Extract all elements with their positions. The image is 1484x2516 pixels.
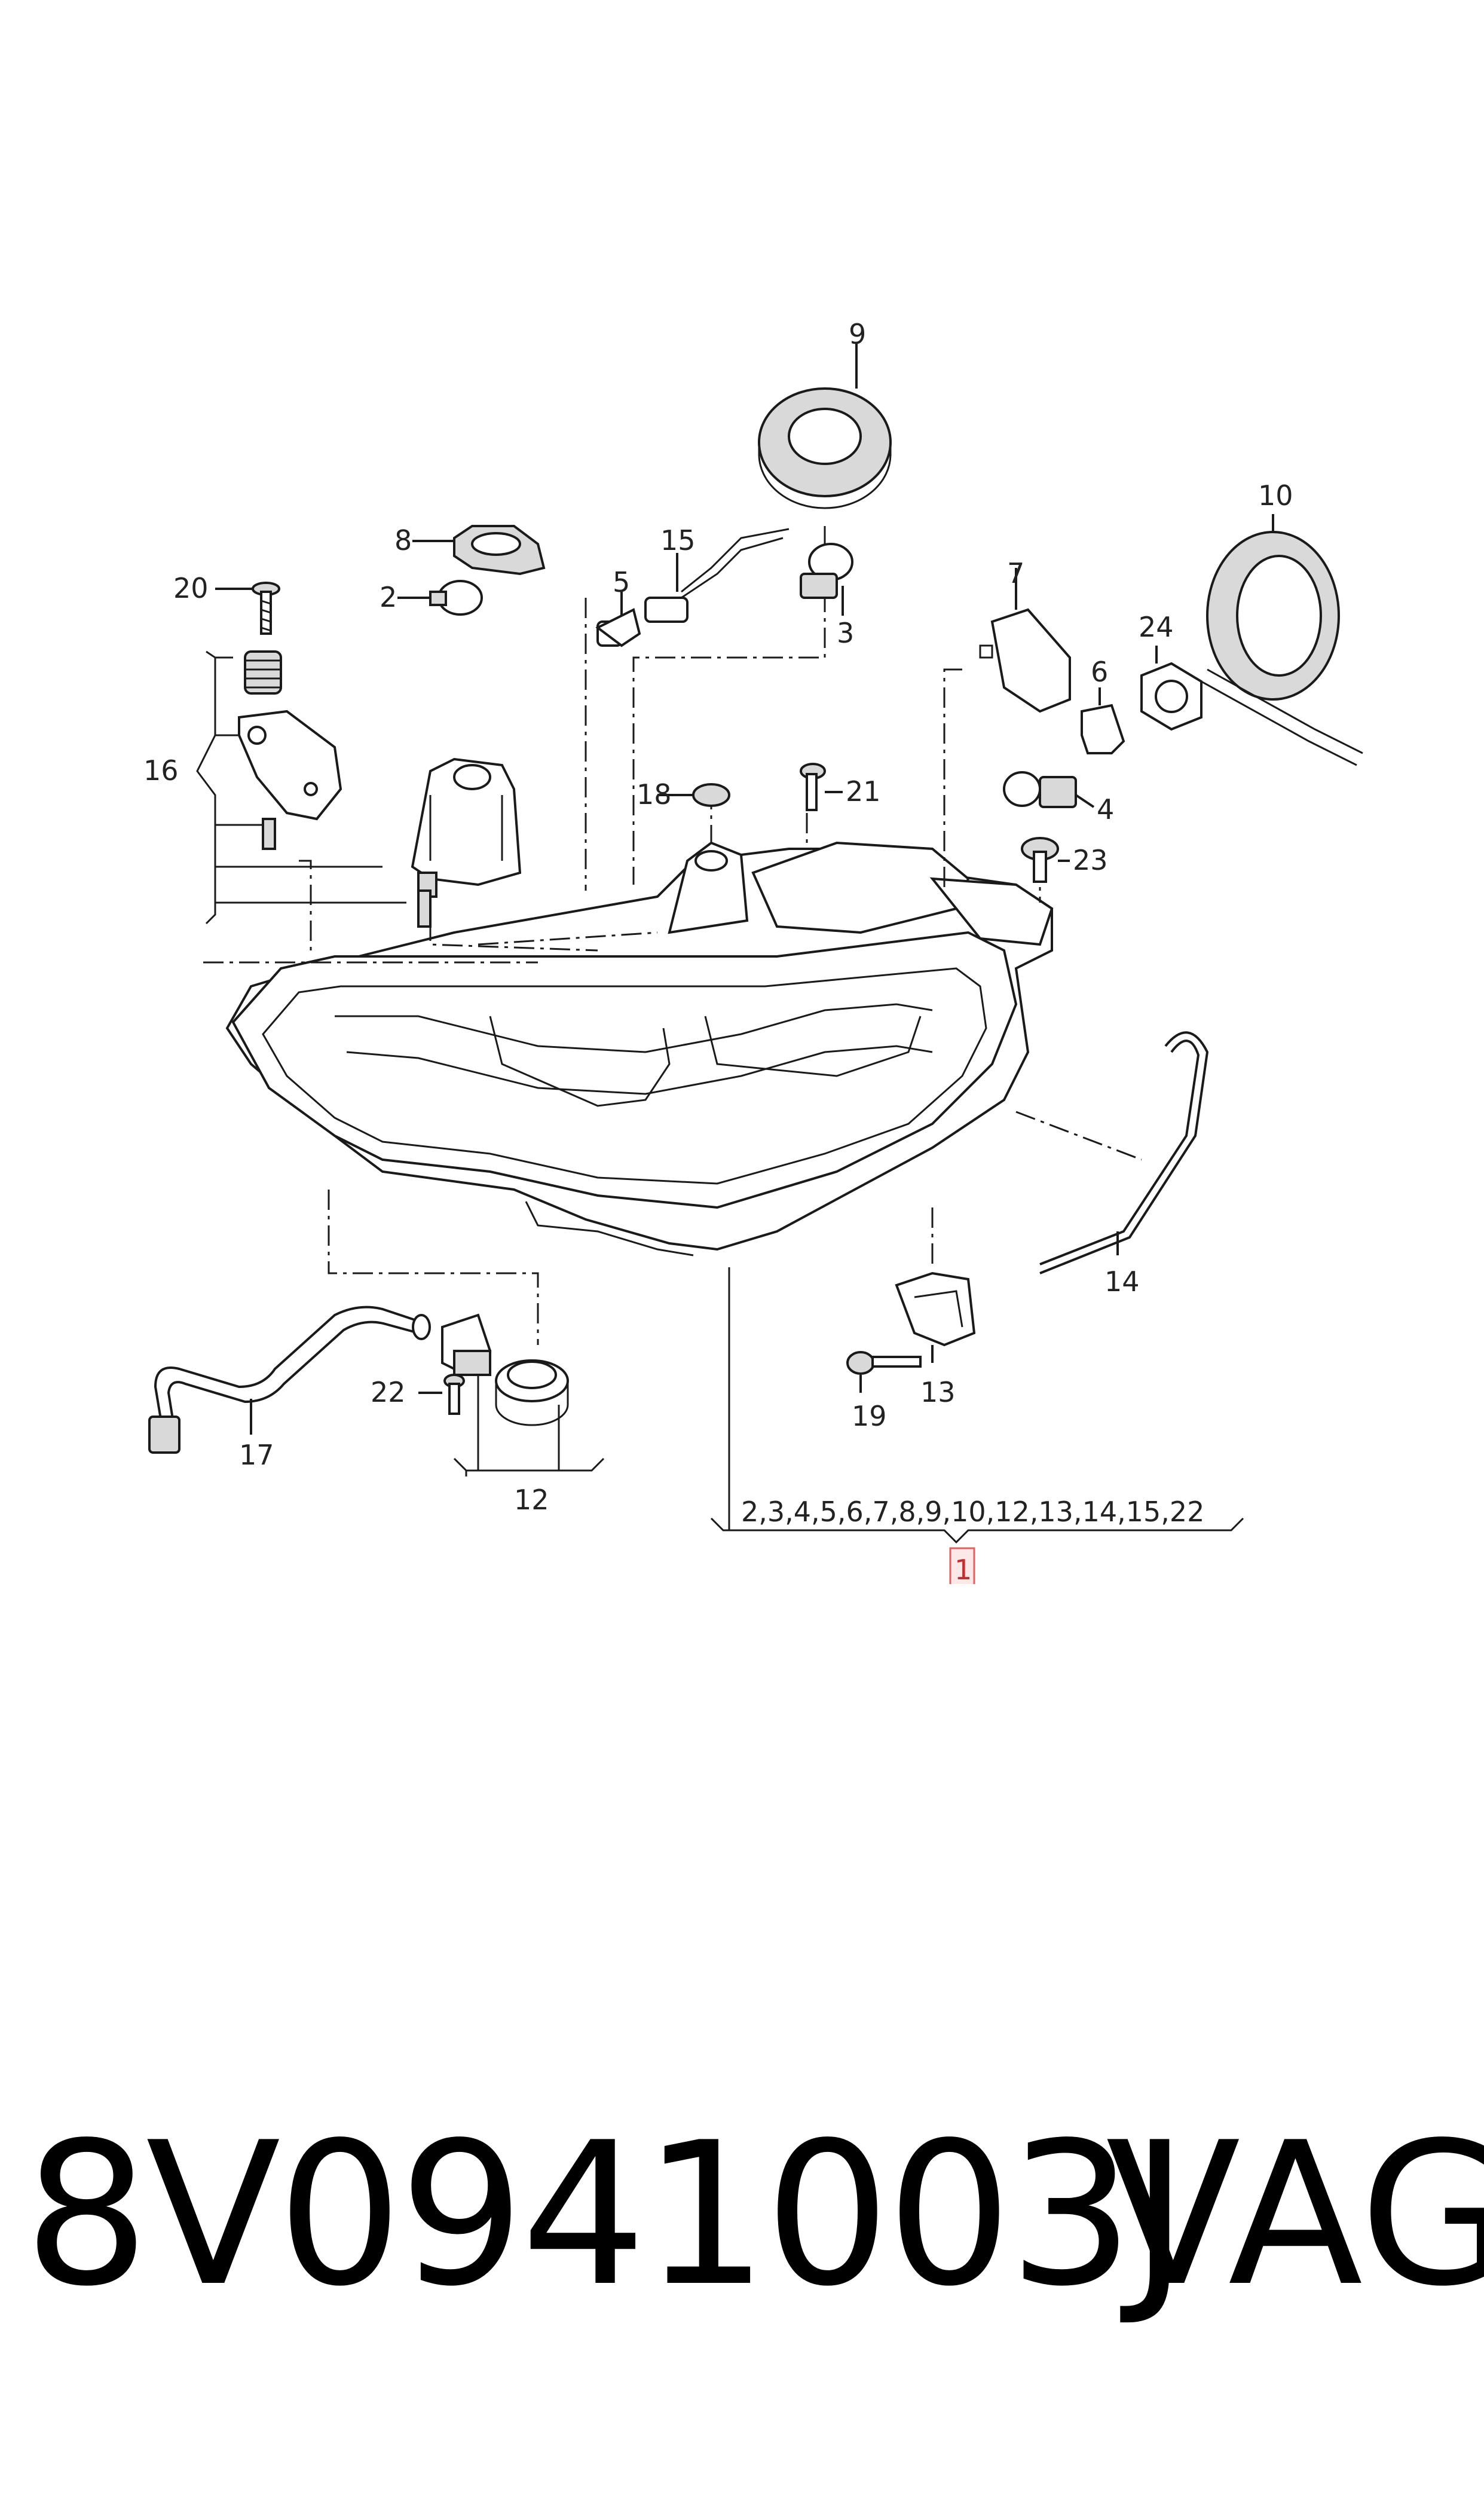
part-14-seal-strip xyxy=(1039,1031,1209,1274)
part-23-pin xyxy=(1021,837,1070,883)
part-22-screw xyxy=(418,1374,465,1415)
label-18: 18 xyxy=(637,778,672,811)
label-3: 3 xyxy=(837,617,854,649)
part-13-bracket xyxy=(895,1271,976,1363)
label-4: 4 xyxy=(1097,793,1114,826)
brand-name: VAG xyxy=(1106,2100,1484,2329)
exploded-parts-diagram: 9 10 8 15 20 2 5 3 7 24 6 16 18 21 4 23 … xyxy=(143,318,1363,1584)
part-4-bulb xyxy=(1003,771,1095,808)
label-2: 2 xyxy=(380,581,397,613)
label-16: 16 xyxy=(143,754,179,787)
part-12-washer-nozzle xyxy=(441,1313,605,1476)
part-7-motor xyxy=(979,568,1071,713)
part-3-bulb xyxy=(800,543,853,616)
label-5: 5 xyxy=(613,566,630,598)
part-24-connector xyxy=(1140,646,1203,731)
label-group-parts: 2,3,4,5,6,7,8,9,10,12,13,14,15,22 xyxy=(741,1496,1204,1528)
label-7: 7 xyxy=(1007,557,1024,589)
label-1: 1 xyxy=(954,1554,972,1584)
label-15: 15 xyxy=(660,524,696,557)
part-5-wedge-bulb xyxy=(595,592,641,647)
label-8: 8 xyxy=(394,524,412,557)
part-2-bulb xyxy=(397,580,483,616)
part-6-clip xyxy=(1081,687,1125,754)
group-brace xyxy=(710,1267,1244,1544)
label-21: 21 xyxy=(846,775,881,808)
part-21-screw xyxy=(800,763,843,811)
label-19: 19 xyxy=(852,1400,887,1432)
label-23: 23 xyxy=(1073,844,1108,876)
part-20-screw xyxy=(215,582,280,635)
part-9-cover-cap xyxy=(758,344,892,509)
label-20: 20 xyxy=(173,572,209,604)
mounting-bracket xyxy=(411,757,522,928)
label-6: 6 xyxy=(1091,656,1108,688)
headlight-housing xyxy=(225,841,1054,1257)
part-16-bracket-assembly xyxy=(196,650,406,925)
label-12: 12 xyxy=(514,1484,549,1516)
part-number: 8V0941003J xyxy=(24,2100,1189,2329)
part-15-wiring-harness xyxy=(644,528,790,623)
part-10-seal-ring xyxy=(1201,514,1363,766)
label-10: 10 xyxy=(1258,479,1293,512)
label-9: 9 xyxy=(849,318,866,350)
footer: 8V0941003J VAG xyxy=(24,2100,1484,2367)
label-22: 22 xyxy=(371,1376,406,1408)
label-17: 17 xyxy=(239,1439,274,1471)
part-18-screw xyxy=(657,783,730,807)
part-17-washer-hose xyxy=(148,1306,431,1454)
callout-labels: 9 10 8 15 20 2 5 3 7 24 6 16 18 21 4 23 … xyxy=(143,318,1293,1584)
part-1-highlight-box xyxy=(949,1547,975,1584)
label-13: 13 xyxy=(920,1376,956,1408)
part-8-cap xyxy=(412,525,546,576)
part-19-screw xyxy=(846,1351,922,1393)
label-24: 24 xyxy=(1139,611,1174,643)
label-14: 14 xyxy=(1104,1265,1140,1298)
